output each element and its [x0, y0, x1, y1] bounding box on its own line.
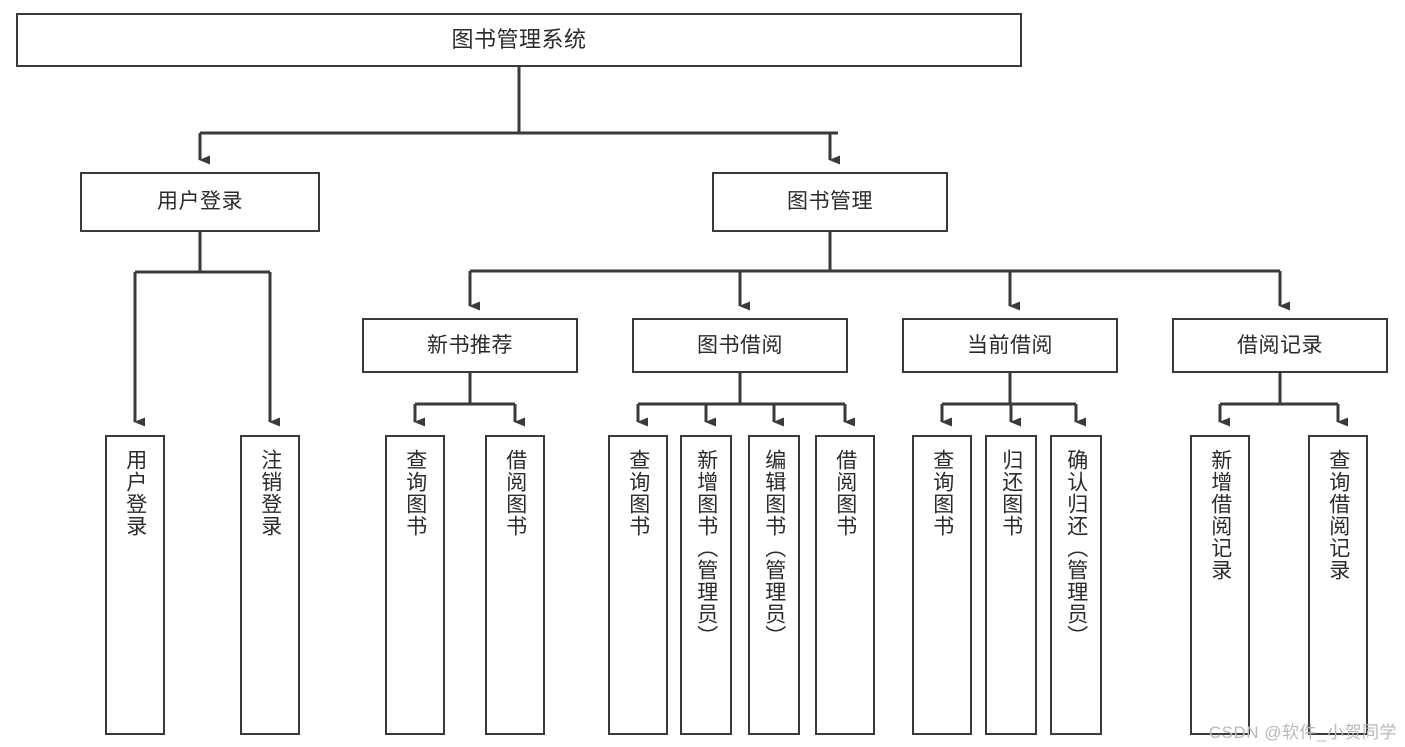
node-root-label: 图书管理系统: [451, 26, 587, 52]
node-leaf-borrow-book-1-label: 借阅图书: [503, 449, 527, 537]
node-leaf-query-book-1-label: 查询图书: [403, 449, 427, 537]
node-borrow-record[interactable]: 借阅记录: [1172, 318, 1388, 373]
node-leaf-borrow-book-2[interactable]: 借阅图书: [815, 435, 875, 735]
node-current-borrow-label: 当前借阅: [967, 333, 1053, 357]
node-leaf-query-book-3-label: 查询图书: [930, 449, 954, 537]
node-borrow-record-label: 借阅记录: [1237, 333, 1323, 357]
node-leaf-query-book-2[interactable]: 查询图书: [608, 435, 668, 735]
node-leaf-query-book-3[interactable]: 查询图书: [912, 435, 972, 735]
node-root[interactable]: 图书管理系统: [16, 13, 1022, 67]
node-leaf-logout[interactable]: 注销登录: [240, 435, 300, 735]
node-leaf-add-record-label: 新增借阅记录: [1208, 449, 1232, 581]
node-leaf-add-record[interactable]: 新增借阅记录: [1190, 435, 1250, 735]
node-book-borrow[interactable]: 图书借阅: [632, 318, 848, 373]
node-book-manage-label: 图书管理: [787, 190, 873, 214]
node-leaf-user-login-label: 用户登录: [123, 449, 147, 537]
node-new-book-rec[interactable]: 新书推荐: [362, 318, 578, 373]
node-leaf-edit-book[interactable]: 编辑图书（管理员）: [748, 435, 800, 735]
node-leaf-query-book-1[interactable]: 查询图书: [385, 435, 445, 735]
node-leaf-borrow-book-1[interactable]: 借阅图书: [485, 435, 545, 735]
node-leaf-add-book[interactable]: 新增图书（管理员）: [680, 435, 732, 735]
node-leaf-borrow-book-2-label: 借阅图书: [833, 449, 857, 537]
node-leaf-query-book-2-label: 查询图书: [626, 449, 650, 537]
node-book-borrow-label: 图书借阅: [697, 333, 783, 357]
node-book-manage[interactable]: 图书管理: [712, 172, 948, 232]
node-leaf-add-book-label: 新增图书（管理员）: [694, 449, 718, 647]
node-user-login[interactable]: 用户登录: [80, 172, 320, 232]
node-leaf-confirm-return[interactable]: 确认归还（管理员）: [1050, 435, 1102, 735]
node-leaf-logout-label: 注销登录: [258, 449, 282, 537]
node-leaf-query-record-label: 查询借阅记录: [1326, 449, 1350, 581]
node-current-borrow[interactable]: 当前借阅: [902, 318, 1118, 373]
node-new-book-rec-label: 新书推荐: [427, 333, 513, 357]
node-leaf-confirm-return-label: 确认归还（管理员）: [1064, 449, 1088, 647]
node-leaf-user-login[interactable]: 用户登录: [105, 435, 165, 735]
node-leaf-return-book-label: 归还图书: [999, 449, 1023, 537]
node-leaf-query-record[interactable]: 查询借阅记录: [1308, 435, 1368, 735]
node-leaf-return-book[interactable]: 归还图书: [985, 435, 1037, 735]
node-user-login-label: 用户登录: [157, 190, 243, 214]
node-leaf-edit-book-label: 编辑图书（管理员）: [762, 449, 786, 647]
